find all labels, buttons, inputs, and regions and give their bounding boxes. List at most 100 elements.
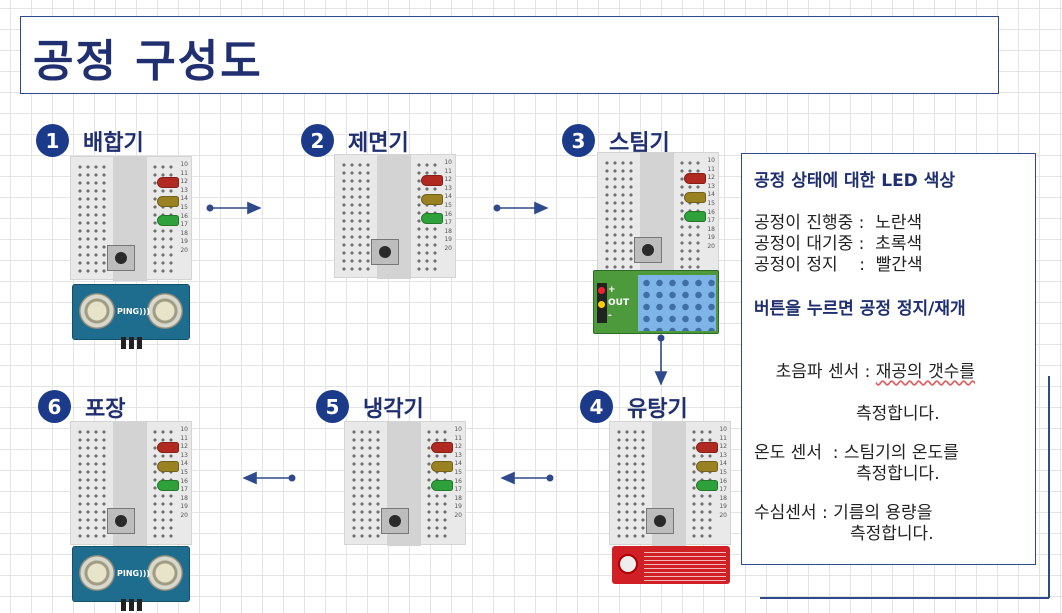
step-label: 제면기 bbox=[348, 130, 409, 156]
sensor-transducer-icon bbox=[79, 555, 115, 591]
pin-minus-label: - bbox=[608, 311, 612, 321]
arrow-1-to-2 bbox=[206, 201, 262, 215]
breadboard-holes bbox=[603, 159, 635, 269]
sensor-pins bbox=[121, 337, 145, 349]
led-red bbox=[696, 442, 718, 453]
row-numbers: 10 11 12 13 14 15 16 17 18 19 20 bbox=[707, 157, 715, 250]
led-red bbox=[431, 442, 453, 453]
sensor-traces bbox=[644, 549, 726, 581]
breadboard-holes bbox=[615, 428, 647, 538]
led-red bbox=[157, 442, 179, 453]
ultrasonic-sensor: PING))) bbox=[72, 546, 190, 611]
sensor-label: PING))) bbox=[117, 569, 151, 578]
sensor-transducer-icon bbox=[147, 293, 183, 329]
sensor-desc-spellcheck: 재공의 갯수를 bbox=[875, 362, 976, 382]
row-numbers: 10 11 12 13 14 15 16 17 18 19 20 bbox=[180, 426, 188, 519]
title-box: 공정 구성도 bbox=[20, 16, 999, 94]
step-4: 4 유탕기 bbox=[580, 390, 688, 423]
row-numbers: 10 11 12 13 14 15 16 17 18 19 20 bbox=[180, 161, 188, 254]
led-green bbox=[431, 480, 453, 491]
led-green bbox=[684, 211, 706, 222]
step-label: 냉각기 bbox=[363, 396, 424, 422]
row-numbers: 10 11 12 13 14 15 16 17 18 19 20 bbox=[444, 159, 452, 252]
pin-out-label: OUT bbox=[608, 298, 630, 308]
step-label: 포장 bbox=[85, 396, 126, 422]
breadboard-noodle: 10 11 12 13 14 15 16 17 18 19 20 bbox=[334, 154, 456, 279]
state-line: 공정이 대기중 : 초록색 bbox=[754, 234, 923, 254]
step-label: 유탕기 bbox=[627, 396, 688, 422]
button-note: 버튼을 누르면 공정 정지/재개 bbox=[754, 299, 966, 319]
led-green bbox=[157, 215, 179, 226]
water-level-sensor bbox=[612, 546, 730, 584]
push-button bbox=[107, 245, 135, 271]
push-button bbox=[381, 508, 409, 534]
breadboard-cooler: 10 11 12 13 14 15 16 17 18 19 20 bbox=[344, 421, 466, 546]
sensor-pins bbox=[121, 599, 145, 611]
step-number-badge: 2 bbox=[301, 124, 334, 157]
sensor-label: PING))) bbox=[117, 307, 151, 316]
step-6: 6 포장 bbox=[38, 390, 125, 423]
sensor-line-2: 측정합니다. bbox=[856, 464, 940, 484]
led-matrix-module: + OUT - bbox=[593, 270, 719, 334]
legend-heading: 공정 상태에 대한 LED 색상 bbox=[754, 171, 955, 191]
sensor-line: 초음파 센서 : 재공의 갯수를 bbox=[754, 341, 1023, 404]
push-button bbox=[107, 508, 135, 534]
breadboard-mixer: 10 11 12 13 14 15 16 17 18 19 20 bbox=[70, 156, 192, 281]
breadboard-holes bbox=[76, 163, 108, 273]
led-yellow bbox=[157, 461, 179, 472]
push-button bbox=[371, 239, 399, 265]
led-green bbox=[157, 480, 179, 491]
step-number-badge: 4 bbox=[580, 390, 613, 423]
pin-plus-label: + bbox=[608, 285, 616, 295]
breadboard-packing: 10 11 12 13 14 15 16 17 18 19 20 bbox=[70, 421, 192, 546]
arrow-5-to-6 bbox=[242, 471, 296, 485]
step-3: 3 스팀기 bbox=[562, 124, 670, 157]
sensor-line-2: 측정합니다. bbox=[856, 404, 940, 424]
led-grid bbox=[638, 275, 716, 331]
led-yellow bbox=[684, 192, 706, 203]
sensor-desc: 초음파 센서 : bbox=[775, 362, 876, 382]
breadboard-steamer: 10 11 12 13 14 15 16 17 18 19 20 bbox=[597, 152, 719, 277]
led-red bbox=[684, 173, 706, 184]
state-line: 공정이 정지 : 빨간색 bbox=[754, 255, 923, 275]
row-numbers: 10 11 12 13 14 15 16 17 18 19 20 bbox=[719, 426, 727, 519]
sensor-line: 온도 센서 : 스팀기의 온도를 bbox=[754, 443, 959, 463]
led-yellow bbox=[157, 196, 179, 207]
push-button bbox=[646, 508, 674, 534]
step-2: 2 제면기 bbox=[301, 124, 409, 157]
arrow-2-to-3 bbox=[493, 201, 549, 215]
state-line: 공정이 진행중 : 노란색 bbox=[754, 213, 923, 233]
breadboard-holes bbox=[76, 428, 108, 538]
breadboard-holes bbox=[340, 161, 372, 271]
step-5: 5 냉각기 bbox=[316, 390, 424, 423]
arrow-4-to-5 bbox=[500, 471, 554, 485]
breadboard-holes bbox=[350, 428, 382, 538]
led-red bbox=[421, 175, 443, 186]
led-yellow bbox=[696, 461, 718, 472]
legend-panel: 공정 상태에 대한 LED 색상 공정이 진행중 : 노란색 공정이 대기중 :… bbox=[741, 153, 1036, 565]
indicator-yellow bbox=[598, 301, 605, 308]
step-1: 1 배합기 bbox=[36, 124, 144, 157]
step-number-badge: 6 bbox=[38, 390, 71, 423]
breadboard-fryer: 10 11 12 13 14 15 16 17 18 19 20 bbox=[609, 421, 731, 546]
led-red bbox=[157, 177, 179, 188]
step-number-badge: 1 bbox=[36, 124, 69, 157]
step-label: 배합기 bbox=[83, 130, 144, 156]
led-yellow bbox=[421, 194, 443, 205]
indicator-red bbox=[598, 287, 605, 294]
sensor-transducer-icon bbox=[79, 293, 115, 329]
step-label: 스팀기 bbox=[609, 130, 670, 156]
step-number-badge: 3 bbox=[562, 124, 595, 157]
sensor-transducer-icon bbox=[147, 555, 183, 591]
step-number-badge: 5 bbox=[316, 390, 349, 423]
page-title: 공정 구성도 bbox=[33, 36, 263, 87]
arrow-3-to-4 bbox=[654, 334, 668, 386]
ultrasonic-sensor: PING))) bbox=[72, 284, 190, 349]
led-yellow bbox=[431, 461, 453, 472]
decorative-line bbox=[1048, 376, 1050, 598]
sensor-line-2: 측정합니다. bbox=[850, 524, 934, 544]
decorative-line bbox=[760, 597, 1049, 599]
led-green bbox=[421, 213, 443, 224]
push-button bbox=[634, 237, 662, 263]
